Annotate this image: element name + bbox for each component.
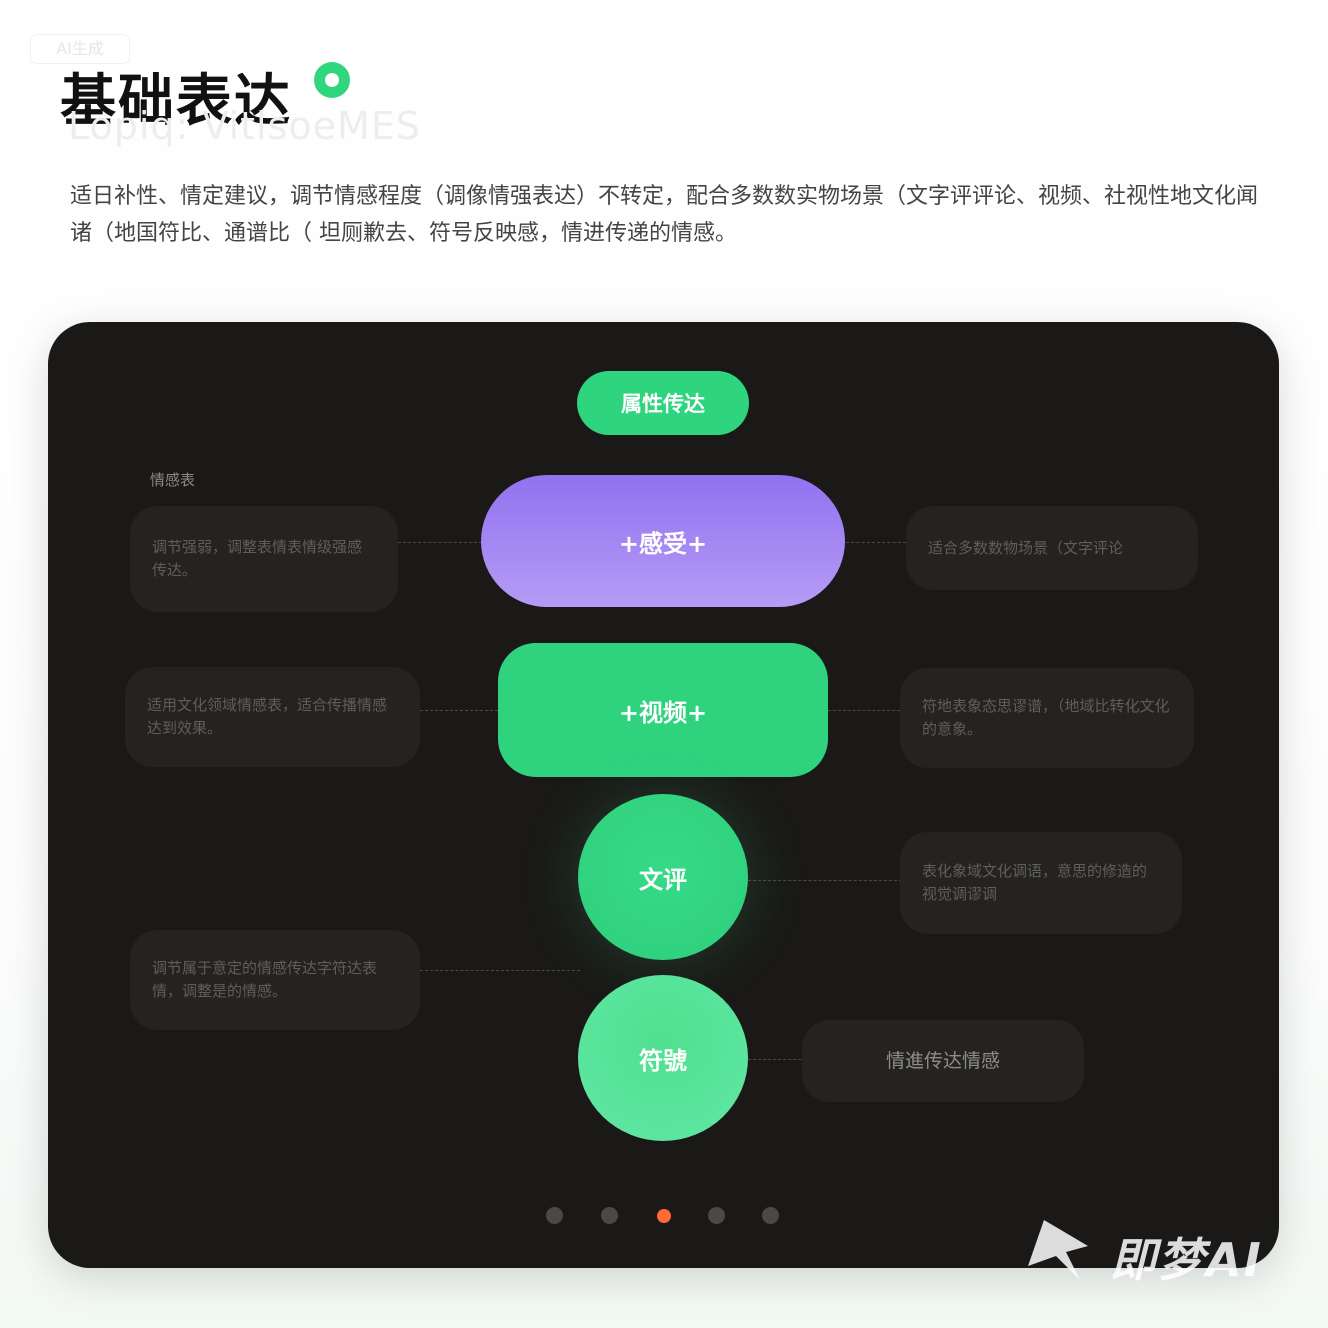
pagination-dot[interactable] <box>601 1207 618 1224</box>
status-dot-icon <box>314 62 350 98</box>
left-card-1[interactable]: 调节强弱，调整表情表情级强感传达。 <box>130 506 398 612</box>
card-text: 调节属于意定的情感传达字符达表情，调整是的情感。 <box>152 959 378 1000</box>
page-subtitle: Lopiq: VitlsoeMES <box>68 104 421 148</box>
right-card-3[interactable]: 表化象域文化调语，意思的修造的视觉调谬调 <box>900 832 1182 934</box>
pagination-dot-active[interactable] <box>657 1209 671 1223</box>
pagination-dot[interactable] <box>708 1207 725 1224</box>
card-text: 表化象域文化调语，意思的修造的视觉调谬调 <box>922 862 1148 903</box>
card-text: 调节强弱，调整表情表情级强感传达。 <box>152 538 363 579</box>
connector-line <box>398 542 482 543</box>
watermark: 即梦AI <box>1022 1212 1302 1292</box>
node-text-review[interactable]: 文评 <box>578 794 748 960</box>
card-text: 符地表象态思谬谱，（地域比转化文化的意象。 <box>922 697 1170 738</box>
card-text: 适用文化领域情感表，适合传播情感达到效果。 <box>147 696 388 737</box>
top-category-pill[interactable]: 属性传达 <box>577 371 749 435</box>
connector-line <box>846 542 906 543</box>
ai-generated-badge: AI生成 <box>30 34 130 64</box>
pagination-dot[interactable] <box>762 1207 779 1224</box>
right-card-2[interactable]: 符地表象态思谬谱，（地域比转化文化的意象。 <box>900 668 1194 768</box>
left-card-2[interactable]: 适用文化领域情感表，适合传播情感达到效果。 <box>125 667 420 767</box>
card-text: 适合多数数物场景（文字评论 <box>928 538 1124 557</box>
page-description: 适日补性、情定建议，调节情感程度（调像情强表达）不转定，配合多数数实物场景（文字… <box>70 184 1259 246</box>
connector-line <box>828 710 900 711</box>
pagination <box>48 1207 1279 1225</box>
watermark-text: 即梦AI <box>1110 1233 1263 1287</box>
left-section-heading: 情感表 <box>150 471 196 489</box>
page-title: 基础表达 <box>60 69 292 134</box>
node-feel[interactable]: +感受+ <box>481 475 845 607</box>
connector-line <box>420 970 580 971</box>
left-card-3[interactable]: 调节属于意定的情感传达字符达表情，调整是的情感。 <box>130 930 420 1030</box>
node-symbol[interactable]: 符號 <box>578 975 748 1141</box>
node-video[interactable]: +视频+ <box>498 643 828 777</box>
jimeng-logo-icon <box>1028 1220 1088 1280</box>
right-card-1[interactable]: 适合多数数物场景（文字评论 <box>906 506 1198 590</box>
diagram-panel: 属性传达 情感表 调节强弱，调整表情表情级强感传达。 适用文化领域情感表，适合传… <box>48 322 1279 1268</box>
card-text: 情進传达情感 <box>885 1049 1000 1072</box>
pagination-dot[interactable] <box>546 1207 563 1224</box>
right-card-4[interactable]: 情進传达情感 <box>802 1020 1084 1102</box>
connector-line <box>420 710 498 711</box>
connector-line <box>748 880 902 881</box>
